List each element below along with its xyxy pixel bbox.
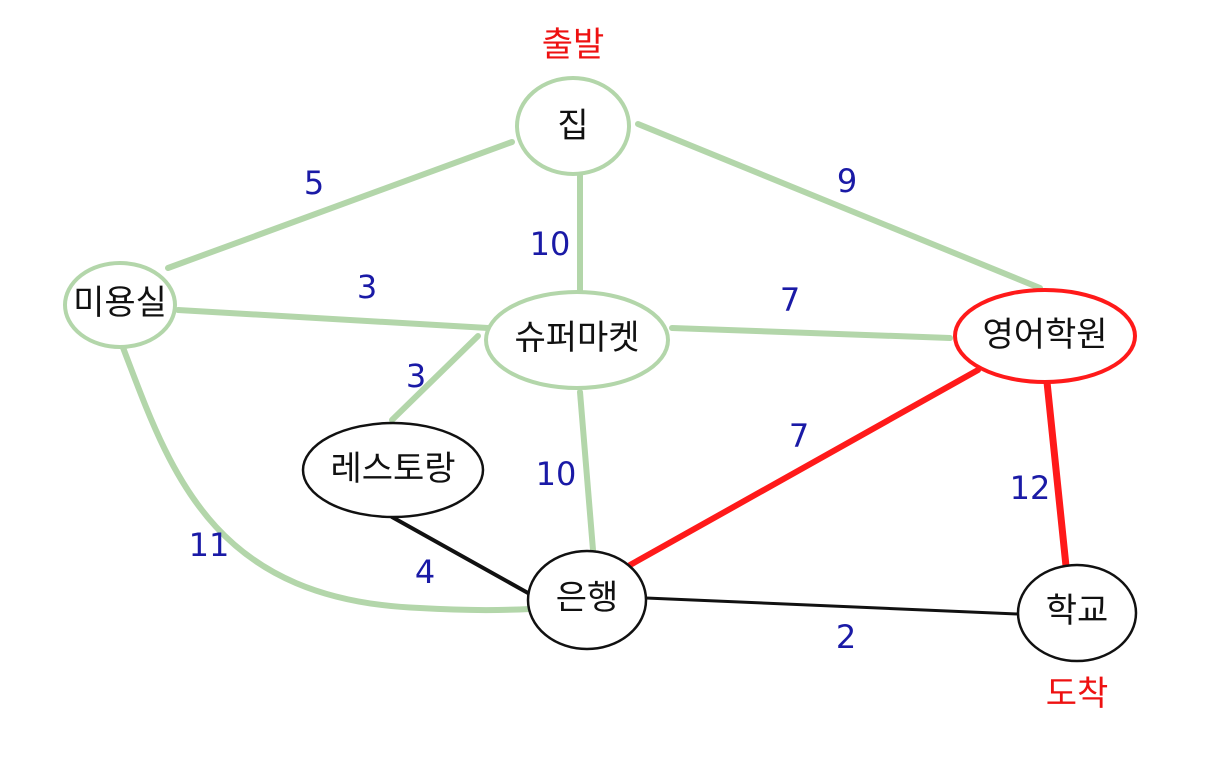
weight-supermarket-restaurant: 3 [406,357,426,395]
edge-home-english [635,121,1043,291]
weight-salon-bank: 11 [189,526,230,564]
edge-home-salon [165,139,515,271]
node-salon-label: 미용실 [73,283,167,323]
edges [119,121,1070,616]
weight-home-english: 9 [837,162,857,200]
node-restaurant-label: 레스토랑 [330,449,455,489]
edge-bank-english [627,367,981,568]
edge-weights: 5 10 9 3 7 3 10 11 4 7 12 2 [189,162,1051,656]
weight-home-supermarket: 10 [530,225,571,263]
node-bank-label: 은행 [556,578,619,618]
node-school[interactable]: 학교 [1016,563,1138,663]
edge-salon-supermarket [175,307,491,331]
node-english-shape [953,288,1137,384]
edge-restaurant-bank [390,515,530,595]
node-english[interactable]: 영어학원 [953,288,1137,384]
start-marker-label: 출발 [542,25,605,65]
node-school-shape [1016,563,1138,663]
edge-bank-school [644,596,1020,616]
node-restaurant[interactable]: 레스토랑 [301,421,485,519]
node-home-label: 집 [557,106,588,146]
weight-english-school: 12 [1010,469,1051,507]
node-home[interactable]: 집 [515,76,631,176]
weight-restaurant-bank: 4 [415,553,435,591]
end-marker-label: 도착 [1046,674,1109,714]
node-supermarket[interactable]: 슈퍼마켓 [484,290,670,390]
edge-supermarket-english [669,325,953,341]
node-supermarket-shape [484,290,670,390]
node-salon[interactable]: 미용실 [63,261,177,349]
node-school-label: 학교 [1046,591,1109,631]
node-english-label: 영어학원 [982,315,1107,355]
node-supermarket-label: 슈퍼마켓 [514,318,639,358]
weight-home-salon: 5 [304,164,324,202]
weight-bank-english: 7 [789,417,809,455]
node-restaurant-shape [301,421,485,519]
node-bank[interactable]: 은행 [526,549,648,651]
node-salon-shape [63,261,177,349]
weight-supermarket-english: 7 [780,281,800,319]
weight-salon-supermarket: 3 [357,268,377,306]
node-home-shape [515,76,631,176]
edge-supermarket-restaurant [389,333,481,423]
weight-supermarket-bank: 10 [536,455,577,493]
weight-bank-school: 2 [836,618,856,656]
node-bank-shape [526,549,648,651]
edge-salon-bank [119,342,533,613]
nodes: 집 미용실 슈퍼마켓 영어학원 레스토랑 은행 학교 [63,76,1138,663]
edge-supermarket-bank [577,389,596,553]
edge-english-school [1043,378,1070,570]
